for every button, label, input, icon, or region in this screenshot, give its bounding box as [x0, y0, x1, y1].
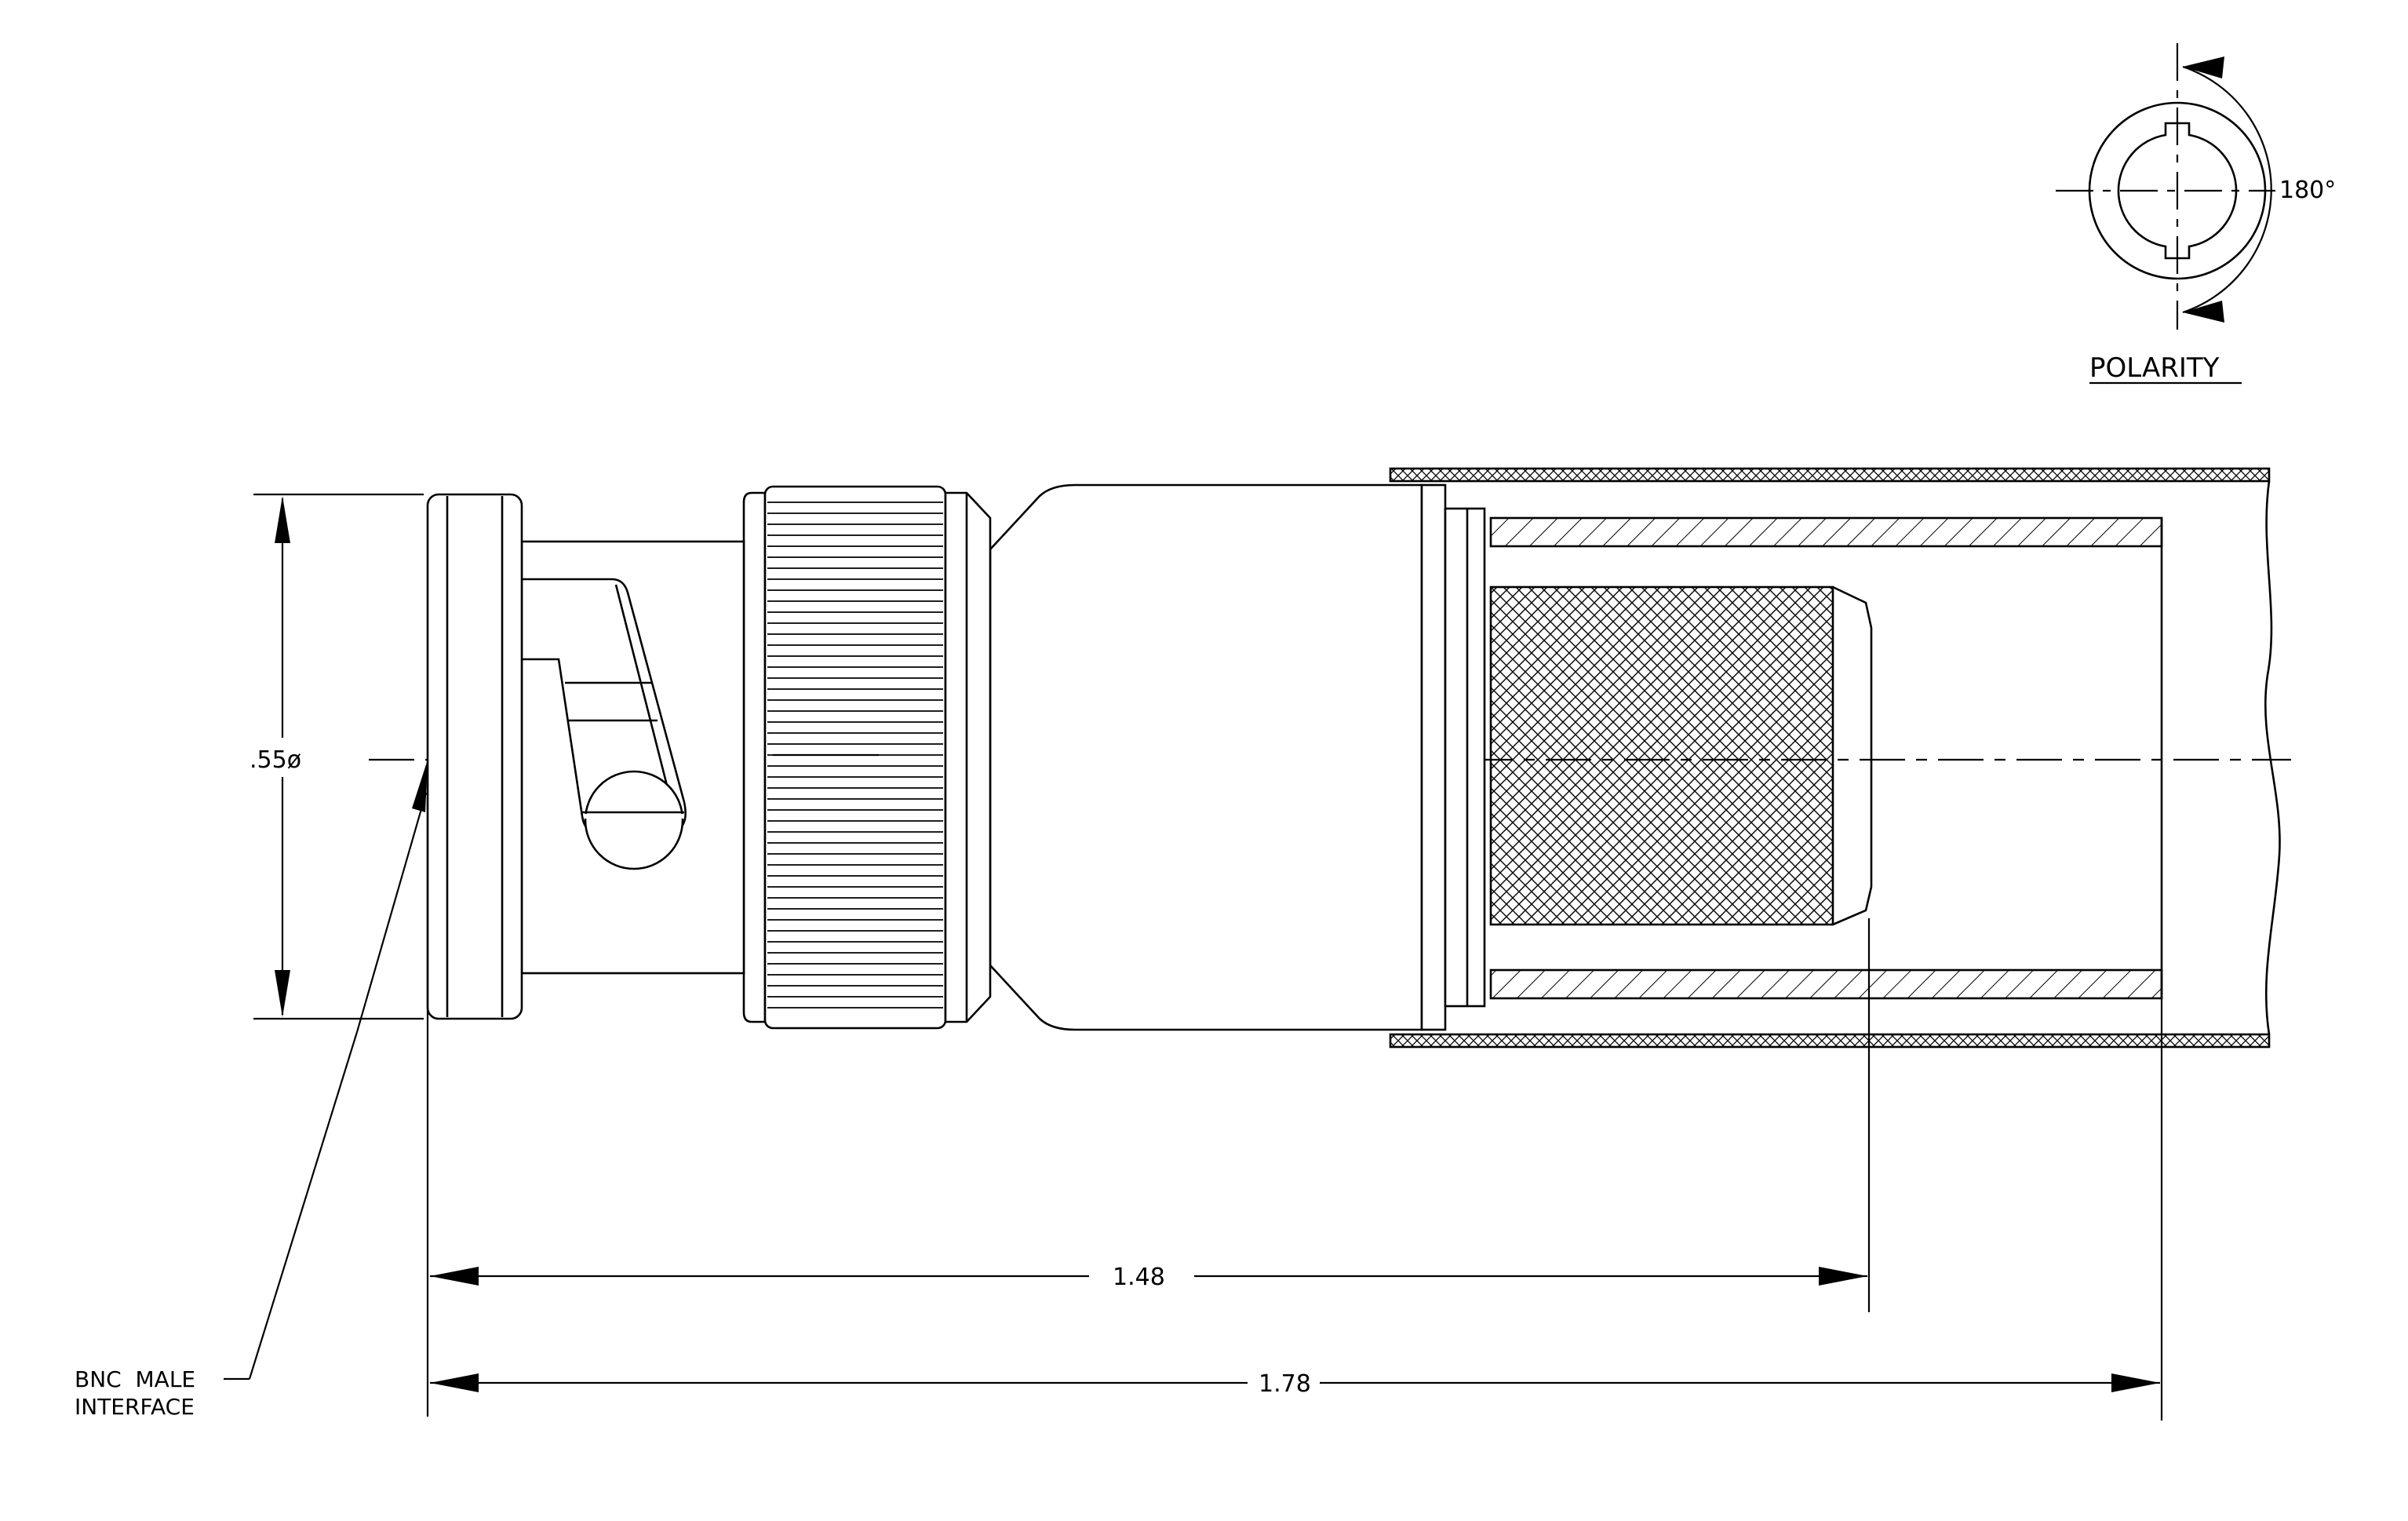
dim-1-78-label: 1.78: [1259, 1370, 1311, 1398]
interface-leader: BNC MALE INTERFACE: [75, 760, 429, 1420]
dim-1-48-label: 1.48: [1113, 1264, 1165, 1291]
interface-label-line1: BNC MALE: [75, 1366, 195, 1392]
polarity-title: POLARITY: [2089, 352, 2220, 384]
crimp-body: [989, 483, 1486, 1031]
length-dimension-1-78: 1.78: [430, 1370, 2160, 1398]
length-dimension-1-48: 1.48: [430, 1264, 1867, 1291]
diameter-dimension: .55ø: [247, 493, 424, 1020]
interface-label-line2: INTERFACE: [75, 1394, 195, 1420]
bayonet-section: [520, 540, 745, 975]
diameter-label: .55ø: [250, 746, 301, 774]
cable: [1389, 467, 2281, 1421]
polarity-angle-label: 180°: [2279, 177, 2336, 204]
knurled-nut: [742, 485, 992, 1030]
polarity-view: 180° POLARITY: [2056, 43, 2336, 385]
front-flange: [426, 493, 523, 1020]
knurl-lines: [767, 502, 943, 1009]
